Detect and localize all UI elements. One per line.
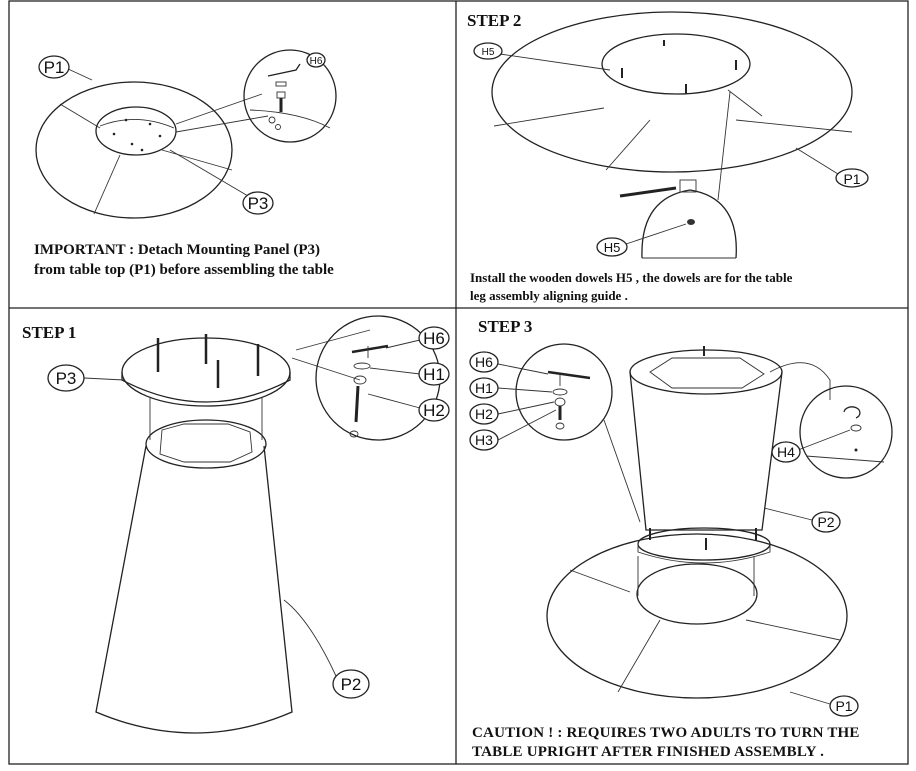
label-p2-step1-text: P2 — [341, 675, 362, 694]
label-h6-step3-text: H6 — [475, 354, 493, 370]
label-h5-top-text: H5 — [482, 47, 495, 58]
label-h4-step3-text: H4 — [777, 444, 795, 460]
label-h1-step1: H1 — [369, 362, 450, 386]
mounting-panel-and-leg-drawing — [95, 329, 371, 734]
label-h6-small-text: H6 — [310, 56, 323, 67]
label-p2-step1: P2 — [283, 599, 370, 699]
panel-step1: STEP 1 P3 — [22, 315, 450, 734]
label-h1-step3: H1 — [469, 377, 553, 399]
label-h1-step3-text: H1 — [475, 380, 493, 396]
step1-title: STEP 1 — [22, 323, 76, 342]
step3-bolt-detail-circle — [515, 343, 641, 523]
step3-nut-detail-circle — [799, 385, 893, 479]
panel-important: P1 P3 H6 IMPORTANT : Detach Mounting Pan… — [34, 49, 337, 278]
label-h6-small: H6 — [306, 52, 326, 68]
table-top-underside-drawing — [491, 11, 853, 173]
label-h2-step3: H2 — [469, 401, 555, 425]
step3-caution-line2: TABLE UPRIGHT AFTER FINISHED ASSEMBLY . — [472, 744, 824, 760]
label-p2-step3-text: P2 — [817, 514, 834, 530]
label-h1-step1-text: H1 — [423, 365, 445, 384]
label-p1-step3: P1 — [789, 691, 859, 717]
step2-title: STEP 2 — [467, 11, 521, 30]
label-p3: P3 — [169, 149, 274, 215]
table-top-p1-drawing — [35, 81, 269, 219]
label-p2-step3: P2 — [763, 507, 841, 533]
mounting-panel-p3-drawing — [95, 106, 177, 156]
label-h2-step1-text: H2 — [423, 401, 445, 420]
panel-step3: STEP 3 — [469, 317, 893, 760]
upside-down-assembly-drawing — [546, 346, 848, 699]
label-h3-step3: H3 — [469, 409, 557, 451]
label-h6-step3: H6 — [469, 351, 549, 375]
step3-title: STEP 3 — [478, 317, 532, 336]
important-note-line2: from table top (P1) before assembling th… — [34, 262, 334, 278]
step2-note-line2: leg assembly aligning guide . — [470, 288, 628, 303]
label-h2-step3-text: H2 — [475, 406, 493, 422]
label-p1: P1 — [38, 55, 93, 81]
label-h4-step3: H4 — [771, 429, 851, 463]
outer-frame — [8, 0, 909, 765]
panel-step2: STEP 2 H5 H5 — [467, 11, 869, 303]
label-h5-detail-text: H5 — [604, 240, 621, 255]
label-p1-step2-text: P1 — [843, 171, 860, 187]
panel-grid — [8, 0, 909, 765]
important-note-line1: IMPORTANT : Detach Mounting Panel (P3) — [34, 242, 320, 258]
label-h5-detail: H5 — [596, 223, 687, 257]
label-p1-step3-text: P1 — [835, 698, 852, 714]
label-p3-step1-text: P3 — [56, 369, 77, 388]
label-h6-step1-text: H6 — [423, 329, 445, 348]
step3-caution-line1: CAUTION ! : REQUIRES TWO ADULTS TO TURN … — [472, 725, 860, 741]
label-h6-step1: H6 — [385, 326, 450, 350]
dowel-detail-circle — [619, 91, 737, 259]
step2-note-line1: Install the wooden dowels H5 , the dowel… — [470, 270, 793, 285]
label-p3-step1: P3 — [47, 364, 125, 392]
label-p1-step2: P1 — [795, 147, 869, 188]
label-h2-step1: H2 — [367, 393, 450, 422]
label-h3-step3-text: H3 — [475, 432, 493, 448]
label-p1-text: P1 — [44, 58, 65, 77]
bolt-detail-circle — [243, 49, 337, 143]
label-p3-text: P3 — [248, 194, 269, 213]
label-h5-top: H5 — [473, 42, 611, 71]
